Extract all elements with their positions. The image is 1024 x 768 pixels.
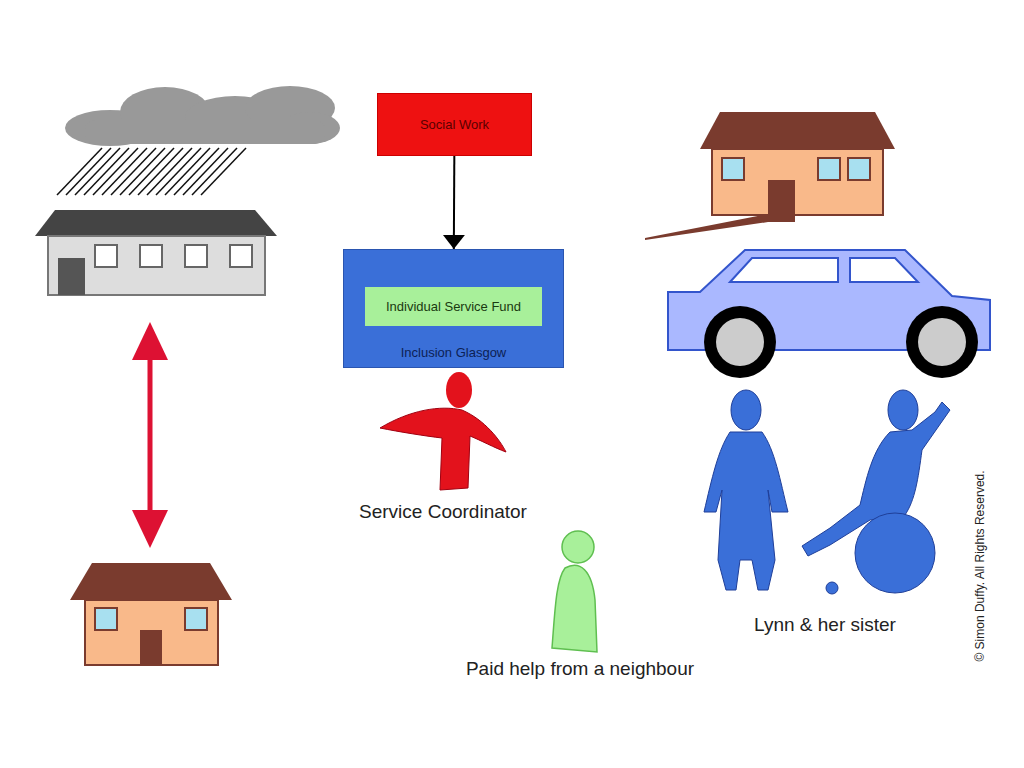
building-window [95, 245, 117, 267]
copyright-note: © Simon Duffy. All Rights Reserved. [973, 470, 987, 661]
rain-line [138, 148, 183, 195]
building-roof [35, 210, 277, 236]
rain-line [147, 148, 192, 195]
person-figure [380, 408, 506, 490]
car-window [730, 258, 838, 282]
person-head [731, 390, 761, 430]
building-window [185, 245, 207, 267]
fund-box: Individual Service Fund [365, 287, 542, 326]
building-window [140, 245, 162, 267]
rain-line [174, 148, 219, 195]
car-window [850, 258, 918, 282]
node-text: Individual Service Fund [386, 299, 521, 315]
person-head [888, 390, 918, 430]
car-wheel [906, 306, 978, 378]
house-roof [70, 563, 232, 600]
person-head [562, 531, 594, 563]
rain [57, 148, 246, 195]
car-hub [716, 318, 764, 366]
wheelchair-castor [826, 582, 838, 594]
flow-arrow [453, 156, 456, 249]
node-text: Inclusion Glasgow [401, 345, 507, 361]
org-box: Social Work [377, 93, 532, 156]
building-wall [48, 236, 265, 295]
rain-line [120, 148, 165, 195]
rain-line [111, 148, 156, 195]
access-ramp [645, 214, 795, 240]
rain-line [201, 148, 246, 195]
node-text: Social Work [420, 117, 489, 133]
rain-line [183, 148, 228, 195]
person-head [446, 372, 472, 408]
house-roof [700, 112, 895, 149]
building-window [230, 245, 252, 267]
cloud-part [85, 120, 325, 144]
house-window [185, 608, 207, 630]
rain-line [192, 148, 237, 195]
car-hub [918, 318, 966, 366]
car-wheel [704, 306, 776, 378]
building-door [58, 258, 85, 295]
role-label: Paid help from a neighbour [466, 658, 694, 680]
house-window [818, 158, 840, 180]
house-window [95, 608, 117, 630]
rain-line [102, 148, 147, 195]
house-wall [712, 149, 883, 215]
house-window [848, 158, 870, 180]
role-label: Service Coordinator [359, 501, 527, 523]
rain-line [57, 148, 102, 195]
move-arrow [148, 345, 153, 525]
wheelchair-wheel [855, 513, 935, 593]
org-box: Inclusion Glasgow Individual Service Fund [343, 249, 564, 368]
rain-cloud [65, 86, 340, 146]
rain-line [129, 148, 174, 195]
rain-line [66, 148, 111, 195]
arrow-head [132, 510, 168, 548]
people-label: Lynn & her sister [754, 614, 896, 636]
rain-line [93, 148, 138, 195]
house-wall [85, 600, 218, 665]
person-figure [704, 432, 788, 590]
house-window [722, 158, 744, 180]
house-door [140, 630, 162, 665]
rain-line [84, 148, 129, 195]
person-figure [552, 565, 597, 652]
rain-line [75, 148, 120, 195]
arrow-head [132, 322, 168, 360]
rain-line [156, 148, 201, 195]
rain-line [165, 148, 210, 195]
